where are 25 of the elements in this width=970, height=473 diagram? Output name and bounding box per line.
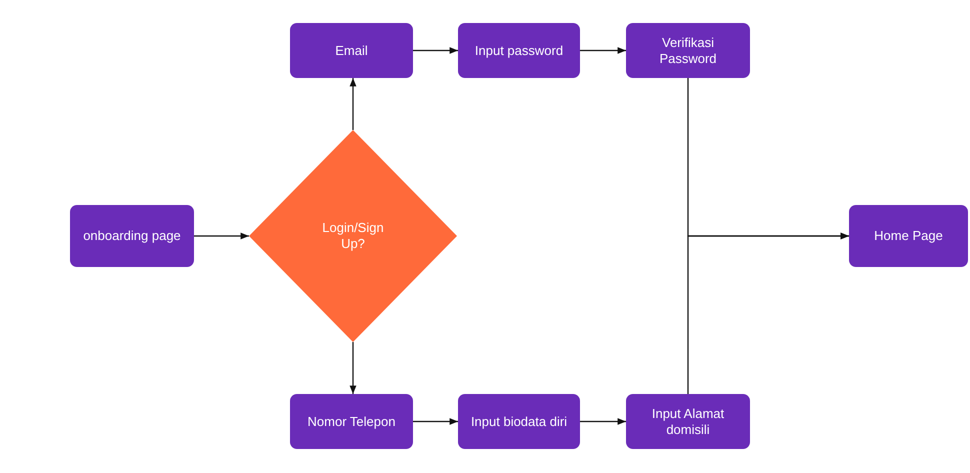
process-box — [70, 205, 194, 267]
process-box — [626, 23, 750, 78]
process-box — [458, 394, 580, 449]
arrow — [413, 47, 458, 54]
arrow — [194, 232, 249, 240]
arrow — [580, 418, 626, 425]
process-label: Input Alamat domisili — [650, 406, 726, 438]
arrow — [687, 232, 849, 394]
arrow — [580, 47, 626, 54]
process-box — [458, 23, 580, 78]
process-box — [626, 394, 750, 449]
process-label: Verifikasi Password — [658, 34, 718, 66]
process-label: Email — [334, 42, 369, 58]
process-label: onboarding page — [82, 228, 182, 244]
process-label: Input password — [474, 42, 564, 58]
process-label: Nomor Telepon — [306, 414, 396, 430]
process-box — [290, 394, 413, 449]
process-label: Home Page — [873, 228, 944, 244]
process-label: Input biodata diri — [470, 414, 568, 430]
decision-label: Login/Sign Up? — [321, 220, 385, 252]
process-box — [290, 23, 413, 78]
arrow — [350, 78, 356, 130]
arrow — [413, 418, 458, 425]
arrow — [350, 342, 356, 394]
process-box — [849, 205, 968, 267]
